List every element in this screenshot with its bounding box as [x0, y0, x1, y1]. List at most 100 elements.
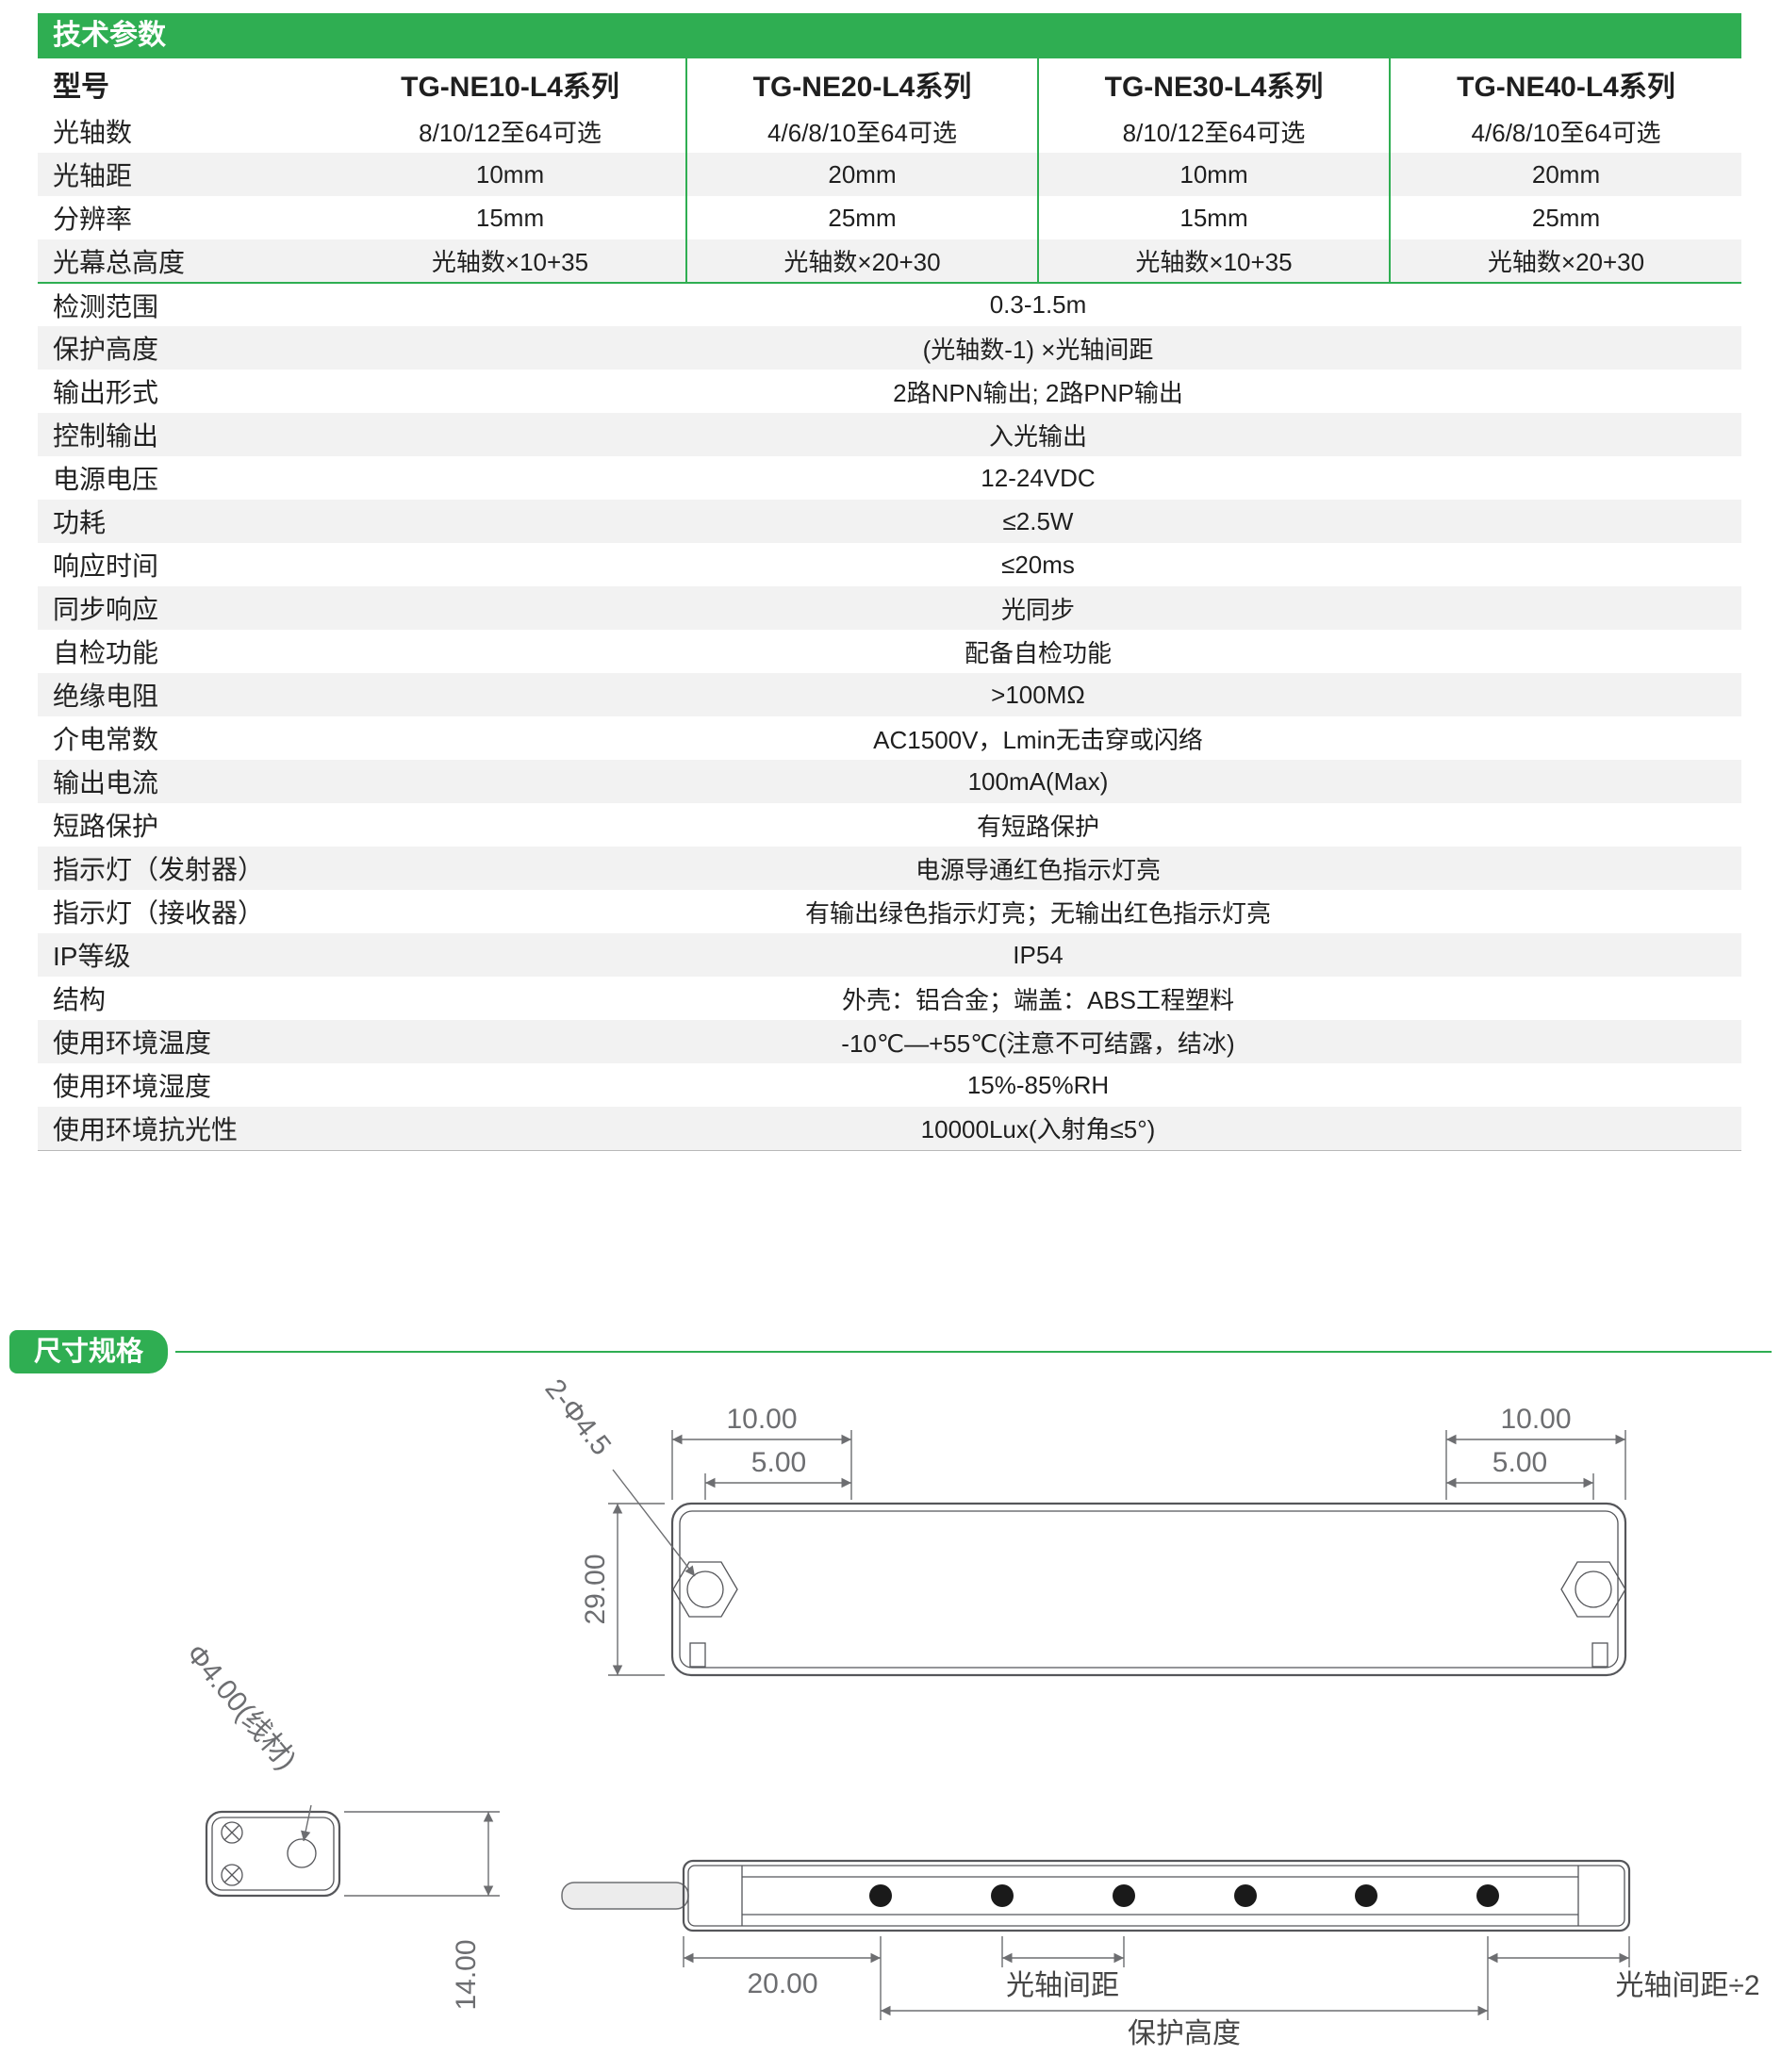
spec-row-label: 光轴数	[53, 118, 133, 147]
screw-hole-top	[221, 1821, 243, 1844]
spec-row: 结构 外壳：铝合金；端盖：ABS工程塑料	[38, 977, 1741, 1020]
spec-cell: 4/6/8/10至64可选	[1389, 109, 1741, 153]
dim-label-14: 14.00	[451, 1939, 482, 2010]
spec-row-label: 指示灯（接收器）	[53, 898, 265, 928]
end-view-inner-outline	[211, 1817, 335, 1891]
dimension-section-title: 尺寸规格	[34, 1337, 144, 1367]
spec-row: 功耗 ≤2.5W	[38, 500, 1741, 543]
dim-label-protection-height: 保护高度	[1128, 2018, 1241, 2049]
spec-value: 2路NPN输出; 2路PNP输出	[893, 378, 1183, 407]
spec-row: 保护高度 (光轴数-1) ×光轴间距	[38, 326, 1741, 370]
cable-callout-leader	[301, 1804, 312, 1842]
spec-value: ≤20ms	[1001, 550, 1075, 579]
series-column-header: TG-NE10-L4系列	[401, 72, 619, 103]
spec-row-label: 介电常数	[53, 725, 159, 754]
spec-value: -10℃—+55℃(注意不可结露，结冰)	[841, 1028, 1235, 1058]
spec-row-label: 自检功能	[53, 638, 159, 667]
spec-row: 指示灯（接收器） 有输出绿色指示灯亮；无输出红色指示灯亮	[38, 890, 1741, 933]
spec-row: 检测范围 0.3-1.5m	[38, 283, 1741, 326]
spec-value: 有短路保护	[976, 812, 1099, 841]
spec-row-label: IP等级	[53, 942, 131, 971]
spec-row: 介电常数 AC1500V，Lmin无击穿或闪络	[38, 716, 1741, 760]
spec-cell: 15mm	[475, 203, 545, 232]
spec-value: 电源导通红色指示灯亮	[915, 855, 1161, 884]
spec-row-label: 响应时间	[53, 551, 159, 581]
spec-cell: 25mm	[1389, 196, 1741, 239]
side-view-inner-outline	[679, 1510, 1619, 1669]
extension-lines-beam	[683, 1936, 1630, 2020]
dim-label-10-left: 10.00	[726, 1404, 797, 1435]
spec-cell: 25mm	[685, 196, 1038, 239]
spec-row-label: 同步响应	[53, 595, 159, 624]
spec-value: 15%-85%RH	[966, 1070, 1110, 1099]
dimension-section-rule	[175, 1351, 1772, 1353]
spec-row-label: 检测范围	[53, 291, 159, 321]
beam-dot	[1476, 1884, 1499, 1907]
spec-row: 分辨率 15mm 25mm 15mm 25mm	[38, 196, 1741, 239]
spec-row-label: 指示灯（发射器）	[53, 855, 265, 884]
spec-value: 10000Lux(入射角≤5°)	[335, 1107, 1741, 1151]
spec-value: (光轴数-1) ×光轴间距	[922, 335, 1154, 364]
spec-cell: 光轴数×10+35	[1037, 239, 1390, 284]
beam-bar-inner-outline	[687, 1865, 1625, 1927]
left-indicator-window	[689, 1642, 706, 1668]
spec-row: 输出形式 2路NPN输出; 2路PNP输出	[38, 370, 1741, 413]
spec-value: AC1500V，Lmin无击穿或闪络	[873, 725, 1203, 754]
spec-row-label: 输出形式	[53, 378, 159, 407]
spec-cell: 10mm	[475, 159, 545, 189]
spec-row: 光轴距 10mm 20mm 10mm 20mm	[38, 153, 1741, 196]
beam-dot	[1355, 1884, 1377, 1907]
series-column-header: TG-NE30-L4系列	[1037, 58, 1390, 109]
dim-label-29: 29.00	[580, 1554, 611, 1624]
spec-row: 指示灯（发射器） 电源导通红色指示灯亮	[38, 847, 1741, 890]
spec-cell: 光轴数×20+30	[1389, 239, 1741, 284]
spec-row: 短路保护 有短路保护	[38, 803, 1741, 847]
spec-cell: 4/6/8/10至64可选	[685, 109, 1038, 153]
spec-row: 光轴数 8/10/12至64可选 4/6/8/10至64可选 8/10/12至6…	[38, 109, 1741, 153]
spec-value: 入光输出	[988, 421, 1087, 451]
spec-row: 绝缘电阻 >100MΩ	[38, 673, 1741, 716]
spec-row: 同步响应 光同步	[38, 586, 1741, 630]
spec-row: 使用环境温度 -10℃—+55℃(注意不可结露，结冰)	[38, 1020, 1741, 1063]
right-mount-hole	[1575, 1570, 1612, 1608]
dim-label-10-right: 10.00	[1500, 1404, 1571, 1435]
beam-dot	[869, 1884, 892, 1907]
hole-callout-label: 2-Φ4.5	[538, 1373, 617, 1461]
side-view-body	[670, 1502, 1627, 1677]
spec-cell: 8/10/12至64可选	[419, 118, 602, 147]
spec-value: 100mA(Max)	[967, 766, 1109, 796]
spec-value: 有输出绿色指示灯亮；无输出红色指示灯亮	[804, 898, 1271, 928]
beam-view-drawing: 20.00 光轴间距 光轴间距÷2 保护高度	[561, 1859, 1760, 2049]
spec-cell: 8/10/12至64可选	[1037, 109, 1390, 153]
spec-cell: 10mm	[1037, 153, 1390, 196]
spec-cell: 20mm	[685, 153, 1038, 196]
spec-cell: 20mm	[1389, 153, 1741, 196]
end-view-drawing: Φ4.00(线材) 14.00	[180, 1638, 500, 2011]
spec-value: 0.3-1.5m	[989, 290, 1087, 319]
series-column-header: TG-NE20-L4系列	[685, 58, 1038, 109]
dim-label-5-right: 5.00	[1492, 1447, 1547, 1478]
screw-hole-bottom	[221, 1864, 243, 1886]
beam-bar-body	[682, 1859, 1631, 1932]
spec-value: 12-24VDC	[981, 463, 1096, 492]
spec-value: 配备自检功能	[964, 638, 1112, 667]
cable-callout-label: Φ4.00(线材)	[180, 1638, 303, 1776]
spec-row: 响应时间 ≤20ms	[38, 543, 1741, 586]
side-view-drawing: 10.00 5.00 10.00 5.00 29.00 2-Φ4.5	[538, 1373, 1627, 1677]
spec-value: IP54	[1013, 940, 1064, 969]
spec-row: 光幕总高度 光轴数×10+35 光轴数×20+30 光轴数×10+35 光轴数×…	[38, 239, 1741, 284]
spec-row: 使用环境湿度 15%-85%RH	[38, 1063, 1741, 1107]
table-header-row: 型号 TG-NE10-L4系列 TG-NE20-L4系列 TG-NE30-L4系…	[38, 58, 1741, 109]
screw-cross-top	[223, 1824, 240, 1841]
spec-row: 自检功能 配备自检功能	[38, 630, 1741, 673]
beam-bar-grooves	[741, 1866, 1579, 1926]
series-column-header: TG-NE40-L4系列	[1389, 58, 1741, 109]
extension-lines-top	[671, 1430, 1626, 1500]
spec-row-label: 使用环境湿度	[53, 1072, 212, 1101]
dim-label-5-left: 5.00	[751, 1447, 806, 1478]
spec-row-label: 使用环境抗光性	[38, 1107, 335, 1151]
right-mount-nut	[1560, 1561, 1626, 1618]
cable-entry-hole	[287, 1838, 317, 1868]
spec-row-label: 光幕总高度	[38, 239, 335, 284]
cable	[561, 1882, 689, 1910]
